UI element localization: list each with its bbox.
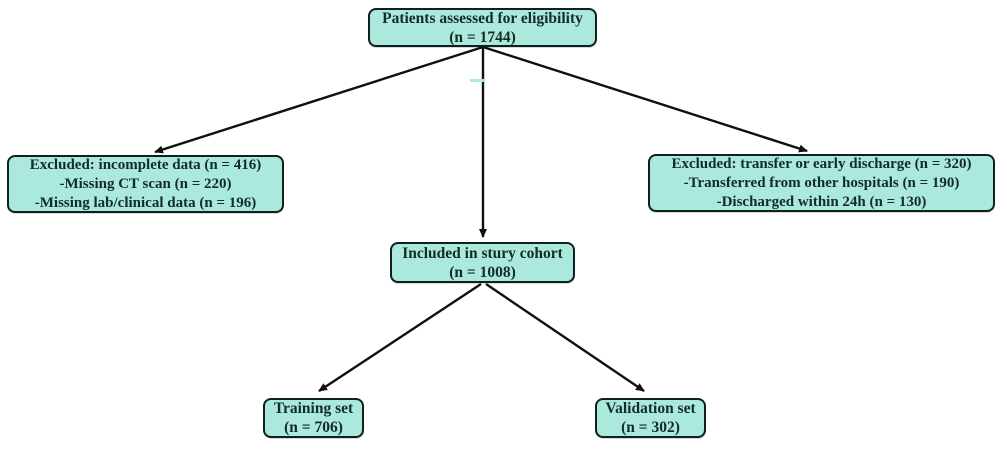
arrow-included-to-training (318, 282, 482, 393)
scan-artifact-mark (470, 79, 484, 82)
box-line: -Discharged within 24h (n = 130) (716, 193, 927, 210)
box-line: Included in stury cohort (402, 244, 563, 262)
arrow-eligibility-to-excluded-left (154, 45, 484, 154)
box-line: (n = 1008) (449, 263, 516, 281)
box-line: Training set (273, 400, 354, 417)
arrow-eligibility-to-excluded-right (482, 45, 808, 153)
box-training-set: Training set (n = 706) (263, 398, 364, 438)
box-line: (n = 302) (621, 419, 680, 436)
box-included-study-cohort: Included in stury cohort (n = 1008) (390, 242, 575, 283)
box-line: (n = 1744) (449, 28, 516, 46)
box-patients-assessed: Patients assessed for eligibility (n = 1… (368, 8, 597, 47)
box-excluded-incomplete-data: Excluded: incomplete data (n = 416) -Mis… (7, 155, 284, 213)
box-line: -Missing lab/clinical data (n = 196) (34, 194, 257, 211)
box-validation-set: Validation set (n = 302) (595, 398, 706, 438)
box-line: -Transferred from other hospitals (n = 1… (683, 174, 960, 191)
box-line: Validation set (605, 400, 696, 417)
box-line: Excluded: incomplete data (n = 416) (29, 156, 262, 173)
box-line: Excluded: transfer or early discharge (n… (671, 155, 972, 172)
arrow-included-to-validation (485, 283, 645, 392)
box-line: (n = 706) (284, 419, 343, 436)
box-line: -Missing CT scan (n = 220) (59, 175, 232, 192)
box-line: Patients assessed for eligibility (382, 9, 583, 27)
box-excluded-transfer-discharge: Excluded: transfer or early discharge (n… (648, 154, 995, 212)
